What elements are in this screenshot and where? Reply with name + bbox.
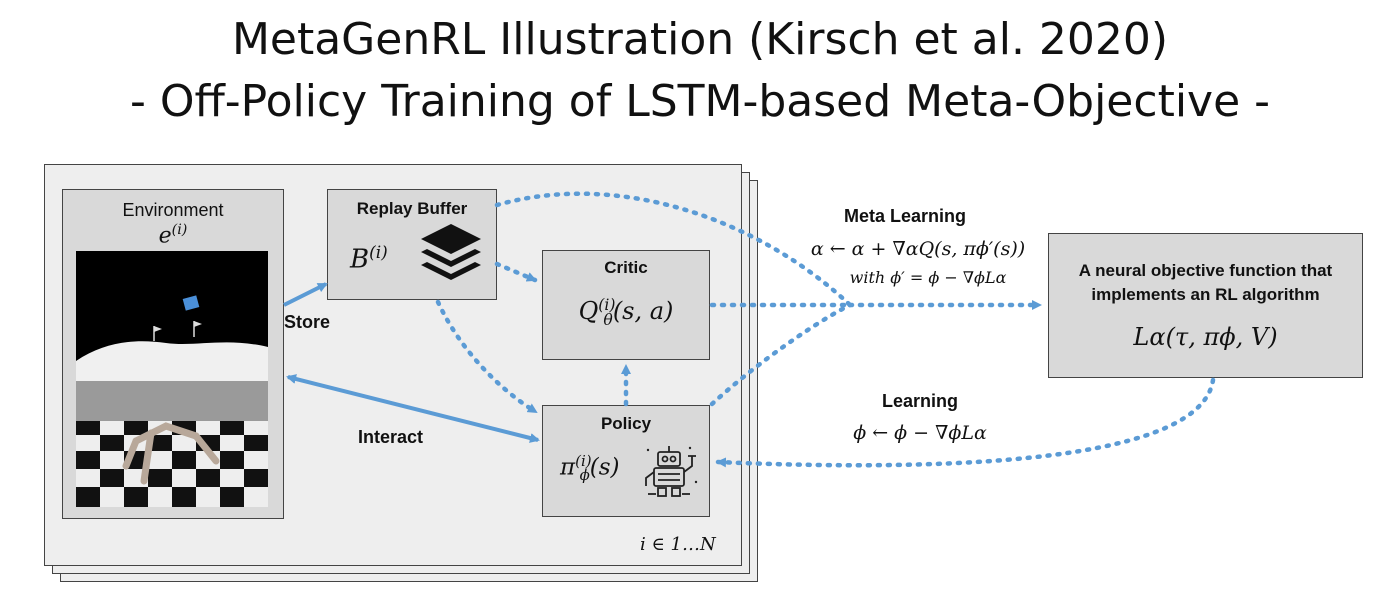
objective-description-line-2: implements an RL algorithm <box>1091 285 1320 304</box>
objective-function-box <box>1048 233 1363 378</box>
store-arrow <box>283 282 328 307</box>
learning-label: Learning <box>881 391 958 411</box>
environment-simulation-image <box>76 251 268 507</box>
replay-buffer-label: Replay Buffer <box>356 199 468 218</box>
objective-description-line-1: A neural objective function that <box>1078 261 1333 280</box>
meta-learning-equation-1: α ← α + ∇αQ(s, πϕ′(s)) <box>810 238 1026 260</box>
critic-label: Critic <box>604 258 648 277</box>
environment-math: e(i) <box>158 222 188 249</box>
environment-label: Environment <box>122 200 224 220</box>
objective-math: Lα(τ, πϕ, V) <box>1133 323 1278 351</box>
index-label: i ∈ 1…N <box>640 534 716 555</box>
buffer-to-policy-arrow <box>435 299 539 415</box>
meta-learning-label: Meta Learning <box>843 206 967 226</box>
buffer-to-meta-curve <box>494 191 853 308</box>
title-line-1: MetaGenRL Illustration (Kirsch et al. 20… <box>231 14 1169 65</box>
objective-to-policy-arrow <box>715 377 1216 468</box>
policy-to-meta-curve <box>709 302 853 407</box>
learning-equation: ϕ ← ϕ − ∇ϕLα <box>853 422 987 444</box>
policy-box <box>542 405 710 517</box>
layers-icon <box>421 224 481 280</box>
interact-arrow <box>286 374 540 443</box>
store-label: Store <box>284 312 331 332</box>
critic-box <box>542 250 710 360</box>
meta-learning-equation-2: with ϕ′ = ϕ − ∇ϕLα <box>849 268 1007 287</box>
buffer-to-critic-arrow <box>494 261 538 283</box>
replay-buffer-math: B(i) <box>350 242 388 275</box>
policy-label: Policy <box>600 414 652 433</box>
critic-math: Q(i)θ(s, a) <box>578 296 674 329</box>
policy-math: π(i)ϕ(s) <box>560 452 620 485</box>
title-line-2: - Off-Policy Training of LSTM-based Meta… <box>129 76 1271 127</box>
robot-icon <box>645 446 698 497</box>
